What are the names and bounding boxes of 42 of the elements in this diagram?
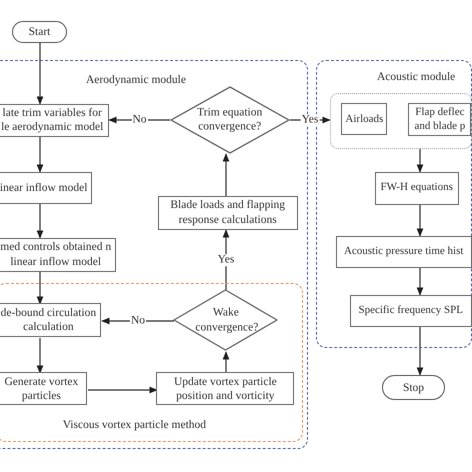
arrow [416, 149, 424, 173]
module-title: Aerodynamic module [86, 74, 186, 86]
process-box: Generate vortex particles [0, 372, 88, 406]
process-box: late trim variables for le aerodynamic model [0, 104, 109, 137]
arrow [416, 327, 424, 376]
process-box: Flap deflec and blade p [408, 103, 472, 136]
arrow [36, 43, 44, 105]
process-box: Update vortex particle position and vorticity [156, 372, 294, 406]
module-title: Viscous vortex particle method [62, 418, 206, 431]
arrow [416, 268, 424, 296]
arrow [101, 318, 174, 324]
process-box: Airloads [341, 103, 388, 136]
process-box: Acoustic pressure time hist [336, 236, 472, 268]
edge-label: Yes [216, 254, 236, 266]
edge-label: No [131, 114, 148, 126]
arrow [222, 153, 230, 196]
module-container [316, 60, 472, 348]
arrow [36, 272, 44, 305]
terminal-box: Start [12, 21, 67, 43]
arrow [36, 338, 44, 374]
process-box: Blade loads and flapping response calculations [158, 196, 298, 230]
process-box: inear inflow model [0, 172, 92, 204]
process-box: FW-H equations [374, 172, 459, 205]
terminal-box: Stop [382, 375, 445, 400]
decision-diamond [173, 289, 278, 352]
arrow [36, 137, 44, 173]
arrow [88, 386, 158, 394]
arrow [36, 204, 44, 239]
module-container [0, 282, 303, 442]
edge-label: Yes [300, 114, 320, 126]
process-box: Specific frequency SPL [350, 294, 472, 327]
arrow [222, 229, 230, 290]
group-box [330, 92, 472, 149]
process-box: de-bound circulation calculation [0, 303, 102, 338]
module-title: Acoustic module [377, 71, 456, 83]
edge-label: No [130, 315, 146, 327]
decision-text: Trim equation convergence? [196, 105, 264, 134]
arrow [222, 351, 230, 373]
arrow [416, 205, 424, 237]
decision-text: Wake convergence? [194, 306, 260, 335]
process-box: med controls obtained n linear inflow model [0, 238, 116, 272]
decision-diamond [170, 86, 290, 154]
